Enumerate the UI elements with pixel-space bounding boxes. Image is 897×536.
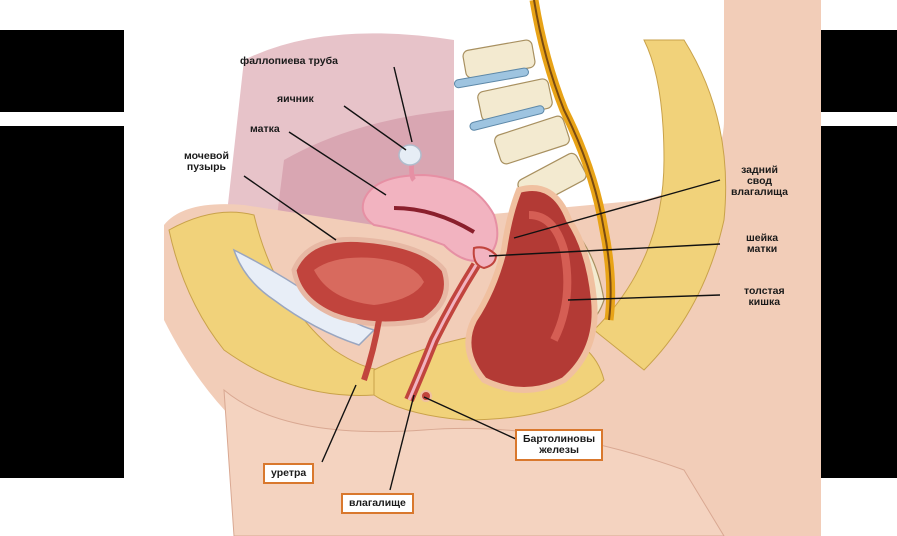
label-bladder-line2: пузырь (186, 161, 226, 173)
label-posterior-fornix: задний свод влагалища (731, 165, 788, 198)
label-cervix-line2: матки (746, 243, 778, 255)
leader-lines (243, 66, 721, 491)
label-fallopian-tube: фаллопиева труба (240, 55, 338, 67)
label-cervix-line1: шейка (746, 232, 779, 244)
label-colon-line1: толстая (744, 285, 785, 297)
label-posterior-fornix-line2: свод (746, 175, 773, 187)
label-uterus: матка (250, 123, 280, 135)
label-vagina: влагалище (341, 493, 414, 514)
ovary-shape (398, 144, 422, 166)
label-bladder: мочевой пузырь (184, 151, 229, 173)
label-posterior-fornix-line3: влагалища (731, 186, 788, 198)
label-bartholin-line2: железы (539, 444, 579, 456)
label-ovary: яичник (277, 93, 314, 105)
urethra-duct (361, 319, 382, 381)
label-colon-line2: кишка (748, 296, 781, 308)
right-black-block-top (821, 30, 897, 112)
pelvis-cross-section-drawing (164, 0, 821, 536)
label-bartholin-glands: Бартолиновы железы (515, 429, 604, 461)
body-skin (164, 0, 821, 536)
label-urethra: уретра (263, 463, 315, 484)
label-colon: толстая кишка (744, 286, 785, 308)
right-black-block-bottom (821, 126, 897, 478)
anatomy-illustration: фаллопиева труба яичник матка мочевой пу… (124, 0, 821, 536)
left-black-block-bottom (0, 126, 124, 478)
label-cervix: шейка матки (746, 233, 778, 255)
left-black-block-top (0, 30, 124, 112)
posterior-fat (593, 39, 727, 371)
label-bartholin-line1: Бартолиновы (523, 433, 596, 445)
label-bladder-line1: мочевой (184, 150, 229, 162)
cervix (472, 246, 498, 270)
label-posterior-fornix-line1: задний (741, 164, 778, 176)
pubic-bone (232, 248, 376, 346)
intervertebral-discs (454, 67, 545, 131)
